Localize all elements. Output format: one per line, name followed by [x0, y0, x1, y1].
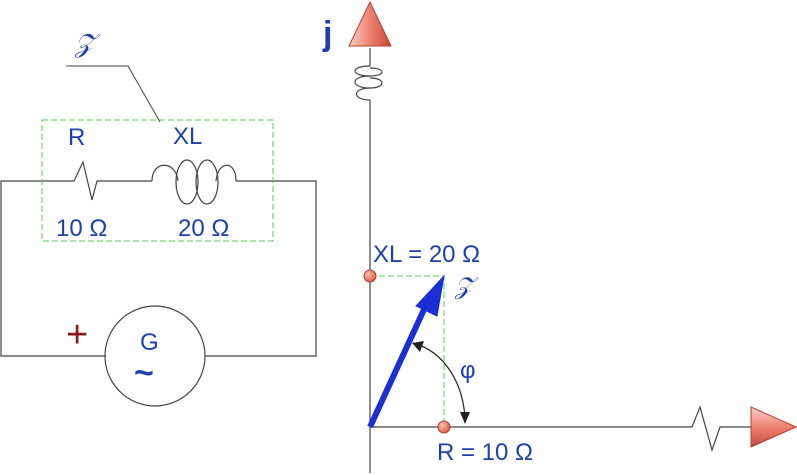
axis-coil-icon: [354, 65, 383, 101]
angle-arc: [412, 342, 466, 419]
imag-axis-label: j: [322, 15, 332, 53]
generator-label: G: [140, 329, 159, 356]
inductor-symbol: [151, 159, 237, 205]
impedance-leader: [66, 65, 161, 123]
resistor-label: R: [68, 124, 85, 151]
inductor-value: 20 Ω: [178, 215, 229, 242]
r-label: R = 10 Ω: [437, 439, 533, 466]
impedance-box: [41, 119, 274, 242]
circuit: [0, 159, 317, 407]
impedance-vector-arrowhead: [415, 274, 445, 317]
xl-label: XL = 20 Ω: [373, 241, 480, 268]
impedance-vector-label: 𝒵: [454, 272, 479, 300]
impedance-vector: [367, 301, 430, 429]
impedance-symbol: 𝒵: [74, 29, 101, 59]
angle-arc-arrowhead-top: [412, 341, 424, 352]
circuit-wire: [0, 180, 106, 357]
circuit-wire: [205, 180, 317, 357]
inductor-label: XL: [173, 123, 202, 150]
imag-axis-arrowhead: [348, 0, 392, 47]
angle-arc-arrowhead-bottom: [460, 412, 470, 424]
r-marker: [437, 420, 451, 434]
plus-sign: +: [66, 314, 88, 356]
generator-wave-icon: ~: [134, 354, 154, 392]
generator-symbol: [104, 305, 206, 407]
real-axis-arrowhead: [750, 406, 797, 448]
resistor-symbol: [66, 160, 152, 201]
real-axis: [370, 405, 751, 453]
angle-label: φ: [460, 357, 476, 384]
xl-marker: [363, 269, 377, 283]
resistor-value: 10 Ω: [56, 215, 107, 242]
